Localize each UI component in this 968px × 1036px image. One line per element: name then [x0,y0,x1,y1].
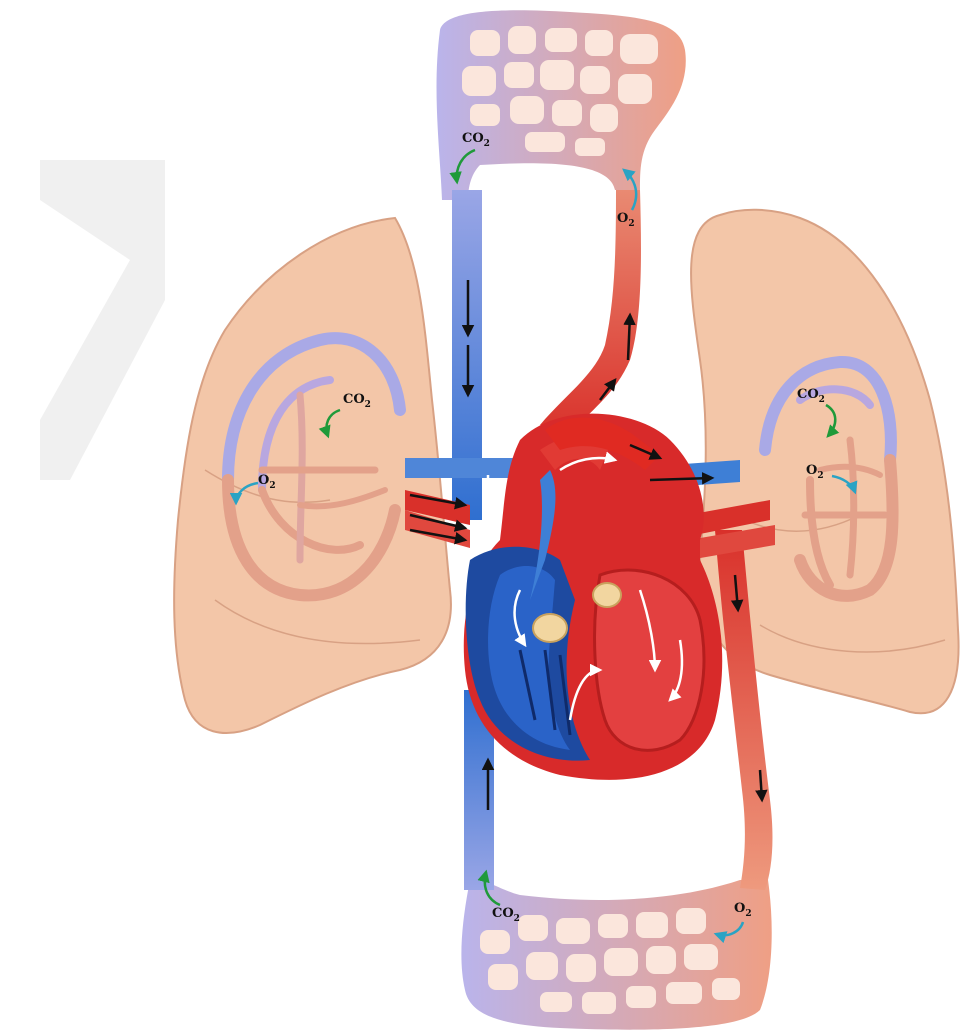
watermark [40,160,165,480]
ascending-artery-upper [540,190,641,440]
upper-capillary-bed [437,10,686,200]
lower-capillary-bed [461,880,771,1030]
